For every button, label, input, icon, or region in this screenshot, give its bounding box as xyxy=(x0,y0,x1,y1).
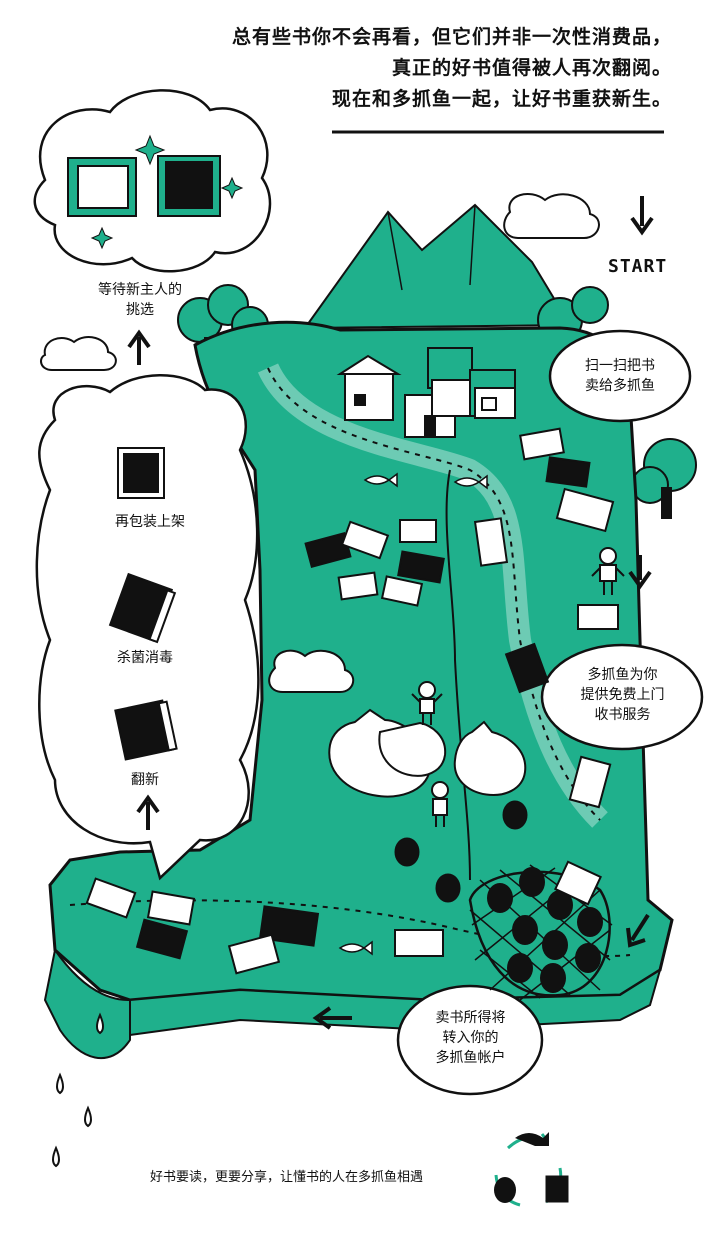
step-pickup-line-2: 提供免费上门 xyxy=(580,687,665,703)
step-await-line-2: 挑选 xyxy=(126,302,154,318)
up-arrow-icon xyxy=(127,329,151,365)
bubble-payout xyxy=(396,984,544,1096)
step-scan-line-1: 扫一扫把书 xyxy=(585,358,655,374)
down-arrow-icon xyxy=(626,913,650,948)
step-repack-label: 再包装上架 xyxy=(115,514,185,530)
step-payout-line-1: 卖书所得将 xyxy=(435,1010,506,1026)
bubble-scan xyxy=(548,329,692,423)
path-left xyxy=(445,469,471,881)
start-label: START xyxy=(608,256,668,277)
bubble-pickup xyxy=(540,643,704,751)
intro-text: 总有些书你不会再看，但它们并非一次性消费品， 真正的好书值得被人再次翻阅。 现在… xyxy=(192,22,672,115)
step-await-label: 等待新主人的 挑选 xyxy=(80,280,200,320)
cliff-edge xyxy=(43,947,131,1059)
river-path-a xyxy=(257,362,608,828)
cloud xyxy=(39,336,117,371)
step-refurbish-label: 翻新 xyxy=(131,772,159,788)
coin-icon xyxy=(487,867,603,993)
sacks xyxy=(328,708,527,798)
cycle-icon xyxy=(494,1132,569,1207)
mountain-ridge xyxy=(387,204,476,291)
thought-cloud-books xyxy=(67,155,221,217)
water-drops xyxy=(52,1012,104,1168)
step-pickup-line-3: 收书服务 xyxy=(594,707,651,723)
step-scan-label: 扫一扫把书 卖给多抓鱼 xyxy=(570,356,670,396)
book-icon xyxy=(117,447,165,499)
book-icon xyxy=(108,572,177,644)
cloud xyxy=(268,649,355,693)
step-pickup-line-1: 多抓鱼为你 xyxy=(587,667,658,683)
step-payout-label: 卖书所得将 转入你的 多抓鱼帐户 xyxy=(418,1008,523,1068)
step-payout-line-2: 转入你的 xyxy=(442,1030,499,1046)
step-sterilize-label: 杀菌消毒 xyxy=(117,650,173,666)
scattered-books xyxy=(85,427,619,975)
sparkle-icon xyxy=(90,134,244,250)
step-payout-line-3: 多抓鱼帐户 xyxy=(435,1050,506,1066)
left-arrow-icon xyxy=(312,1006,352,1030)
step-scan-line-2: 卖给多抓鱼 xyxy=(585,378,655,394)
step-pickup-label: 多抓鱼为你 提供免费上门 收书服务 xyxy=(565,665,680,725)
footer-text: 好书要读，更要分享，让懂书的人在多抓鱼相遇 xyxy=(150,1170,424,1185)
up-arrow-icon xyxy=(136,794,160,830)
thought-cloud-top xyxy=(33,89,272,273)
figure-person xyxy=(411,547,625,827)
book-icon xyxy=(114,699,178,761)
intro-line-1: 总有些书你不会再看，但它们并非一次性消费品， xyxy=(231,26,672,48)
down-arrow-icon xyxy=(628,555,652,590)
village-houses xyxy=(336,347,516,438)
intro-line-3: 现在和多抓鱼一起，让好书重获新生。 xyxy=(331,88,672,110)
down-arrow-icon xyxy=(630,196,654,236)
coin-icon xyxy=(394,800,528,903)
step-await-line-1: 等待新主人的 xyxy=(98,282,182,298)
intro-line-2: 真正的好书值得被人再次翻阅。 xyxy=(391,57,672,79)
fish-icon xyxy=(338,472,488,956)
cloud xyxy=(503,193,600,239)
